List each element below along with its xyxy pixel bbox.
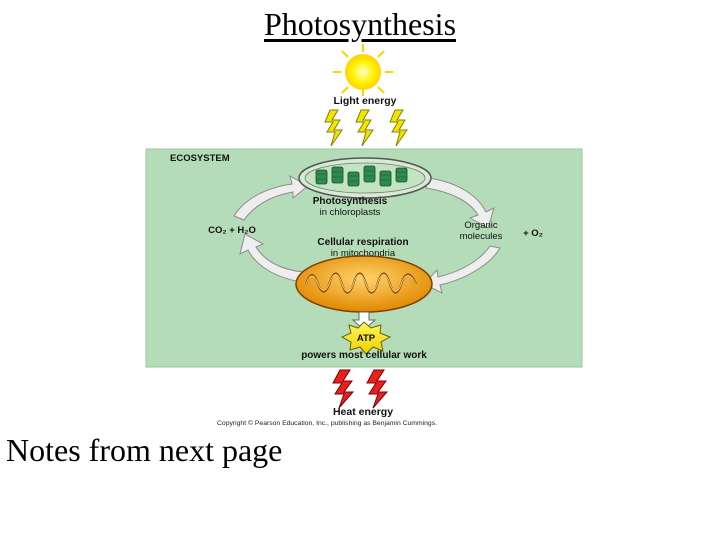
arrow-top-right bbox=[425, 177, 495, 229]
heat-bolt-icon bbox=[332, 369, 355, 409]
plus-o2-label: + O₂ bbox=[523, 228, 543, 239]
cycle-arrows bbox=[233, 175, 501, 294]
organic-label: Organic bbox=[464, 220, 498, 231]
mitochondrion-icon bbox=[295, 255, 433, 313]
atp-starburst-icon bbox=[340, 321, 392, 355]
photosynthesis-label: Photosynthesis bbox=[313, 196, 388, 207]
in-mitochondria-label: in mitochondria bbox=[331, 248, 396, 259]
heat-energy-label: Heat energy bbox=[333, 406, 393, 418]
powers-work-label: powers most cellular work bbox=[301, 350, 427, 361]
light-bolt-icon bbox=[324, 109, 343, 147]
light-bolt-icon bbox=[355, 109, 374, 147]
slide-title: Photosynthesis bbox=[0, 6, 720, 43]
slide-title-text: Photosynthesis bbox=[263, 6, 457, 42]
ecosystem-label: ECOSYSTEM bbox=[170, 153, 230, 164]
notes-text: Notes from next page bbox=[6, 432, 283, 468]
molecules-label: molecules bbox=[460, 231, 503, 242]
cellular-respiration-label: Cellular respiration bbox=[317, 237, 408, 248]
light-energy-label: Light energy bbox=[333, 95, 396, 107]
light-bolt-icon bbox=[389, 109, 408, 147]
down-arrow-icon bbox=[351, 311, 377, 331]
sun-icon bbox=[333, 44, 393, 96]
atp-label: ATP bbox=[357, 333, 376, 344]
chloroplast-icon bbox=[298, 157, 432, 199]
heat-bolt-icon bbox=[366, 369, 389, 409]
copyright-label: Copyright © Pearson Education, Inc., pub… bbox=[217, 419, 437, 427]
arrow-bottom-left bbox=[239, 233, 305, 283]
co2-h2o-label: CO₂ + H₂O bbox=[208, 225, 256, 236]
heat-energy-bolts bbox=[332, 369, 389, 409]
light-energy-bolts bbox=[324, 109, 408, 147]
in-chloroplasts-label: in chloroplasts bbox=[320, 207, 381, 218]
